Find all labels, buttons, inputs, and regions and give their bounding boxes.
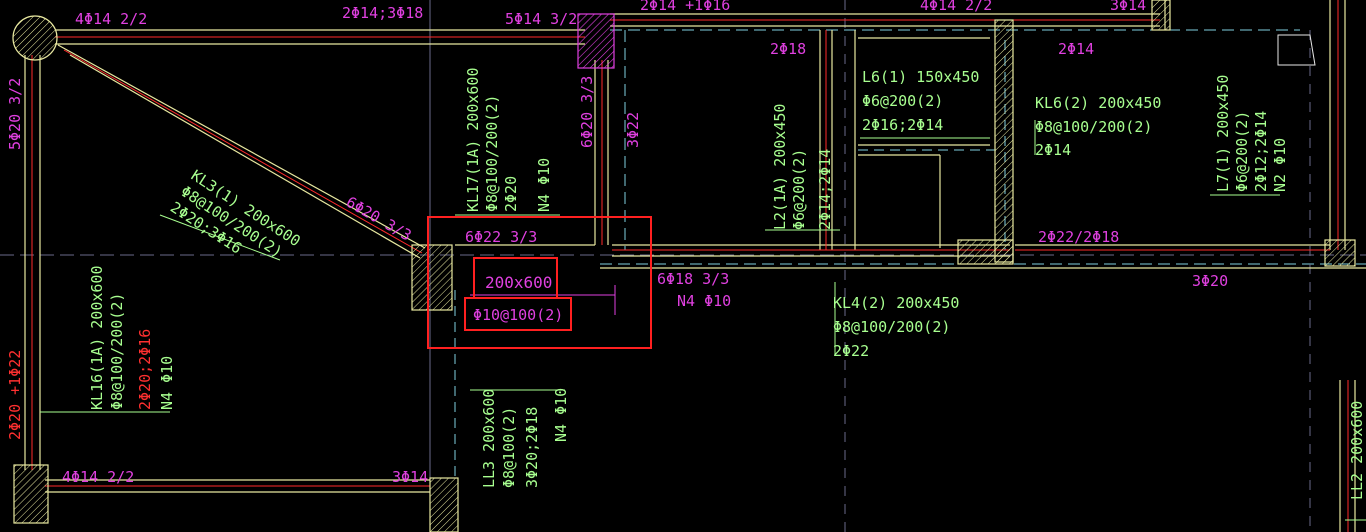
label: 2Φ22/2Φ18 xyxy=(1038,228,1119,246)
kl16-torsion: N4 Φ10 xyxy=(158,356,176,410)
kl4-stirrup: Φ8@100/200(2) xyxy=(833,318,950,336)
kl16-stirrup: Φ8@100/200(2) xyxy=(108,293,126,410)
rebar-lines xyxy=(31,0,1349,532)
beam-edges xyxy=(24,0,1366,532)
kl17-annotation: KL17(1A) 200x600 Φ8@100/200(2) 2Φ20 N4 Φ… xyxy=(464,68,553,213)
kl6-stirrup: Φ8@100/200(2) xyxy=(1035,118,1152,136)
leader-lines xyxy=(40,120,1366,521)
l7-annotation: L7(1) 200x450 Φ6@200(2) 2Φ12;2Φ14 N2 Φ10 xyxy=(1214,75,1289,192)
label: 3Φ22 xyxy=(624,112,642,148)
l6-stirrup: Φ6@200(2) xyxy=(862,92,943,110)
l2-stirrup: Φ6@200(2) xyxy=(790,149,808,230)
l2-rebar: 2Φ14;2Φ14 xyxy=(816,149,834,230)
l7-rebar: 2Φ12;2Φ14 xyxy=(1252,111,1270,192)
dimension-lines xyxy=(470,285,616,315)
kl16-annotation: KL16(1A) 200x600 Φ8@100/200(2) 2Φ20;2Φ16… xyxy=(88,266,176,411)
highlight-outer xyxy=(427,216,652,349)
label: 2Φ20 +1Φ22 xyxy=(6,350,24,440)
ll3-annotation: LL3 200x600 Φ8@100(2) 3Φ20;2Φ18 N4 Φ10 xyxy=(480,388,570,488)
kl17-title: KL17(1A) 200x600 xyxy=(464,68,482,213)
label: 3Φ14 xyxy=(392,468,428,486)
label: N4 Φ10 xyxy=(677,292,731,310)
ll3-stirrup: Φ8@100(2) xyxy=(500,407,518,488)
ll3-torsion: N4 Φ10 xyxy=(552,388,570,442)
label: 200x600 xyxy=(485,273,552,292)
kl4-rebar: 2Φ22 xyxy=(833,342,869,360)
l7-torsion: N2 Φ10 xyxy=(1271,138,1289,192)
column-mid-left xyxy=(411,244,453,311)
kl17-rebar: 2Φ20 xyxy=(502,176,520,212)
label: 6Φ20 3/3 xyxy=(578,76,596,148)
ll3-title: LL3 200x600 xyxy=(480,389,498,488)
kl6-title: KL6(2) 200x450 xyxy=(1035,94,1161,112)
label: Φ10@100(2) xyxy=(473,306,563,324)
ll2-title: LL2 200x600 xyxy=(1348,401,1366,500)
kl4-title: KL4(2) 200x450 xyxy=(833,294,959,312)
opening-symbol xyxy=(1277,34,1316,66)
label: 4Φ14 2/2 xyxy=(75,10,147,28)
label: 3Φ14 xyxy=(1110,0,1146,14)
label: 2Φ18 xyxy=(770,40,806,58)
label: 4Φ14 2/2 xyxy=(62,468,134,486)
kl16-title: KL16(1A) 200x600 xyxy=(88,266,106,411)
label: 5Φ14 3/2 xyxy=(505,10,577,28)
l6-title: L6(1) 150x450 xyxy=(862,68,979,86)
columns xyxy=(12,0,1356,532)
label: 5Φ20 3/2 xyxy=(6,78,24,150)
l6-rebar: 2Φ16;2Φ14 xyxy=(862,116,943,134)
column-top-right xyxy=(1151,0,1171,31)
column-far-right xyxy=(1324,239,1356,267)
column-lower-wall xyxy=(957,239,1014,265)
kl6-rebar: 2Φ14 xyxy=(1035,141,1071,159)
column-bottom-mid xyxy=(429,477,459,532)
ll3-rebar: 3Φ20;2Φ18 xyxy=(523,407,541,488)
column-top-center xyxy=(577,13,615,69)
label: 2Φ14 xyxy=(1058,40,1094,58)
label: 2Φ14 +1Φ16 xyxy=(640,0,730,14)
highlight-stirrup xyxy=(464,297,572,331)
label: 3Φ20 xyxy=(1192,272,1228,290)
kl17-stirrup: Φ8@100/200(2) xyxy=(483,95,501,212)
label: 4Φ14 2/2 xyxy=(920,0,992,14)
column-bottom-left xyxy=(13,464,49,524)
l7-title: L7(1) 200x450 xyxy=(1214,75,1232,192)
label: 6Φ22 3/3 xyxy=(465,228,537,246)
kl16-rebar: 2Φ20;2Φ16 xyxy=(136,329,154,410)
kl17-torsion: N4 Φ10 xyxy=(535,158,553,212)
round-column xyxy=(12,15,58,61)
label: 6Φ18 3/3 xyxy=(657,270,729,288)
highlight-boxes xyxy=(427,216,652,349)
l7-stirrup: Φ6@200(2) xyxy=(1233,111,1251,192)
label: 2Φ14;3Φ18 xyxy=(342,4,423,22)
l2-annotation: L2(1A) 200x450 Φ6@200(2) 2Φ14;2Φ14 xyxy=(771,104,834,230)
column-right-wall xyxy=(994,19,1014,263)
l2-title: L2(1A) 200x450 xyxy=(771,104,789,230)
